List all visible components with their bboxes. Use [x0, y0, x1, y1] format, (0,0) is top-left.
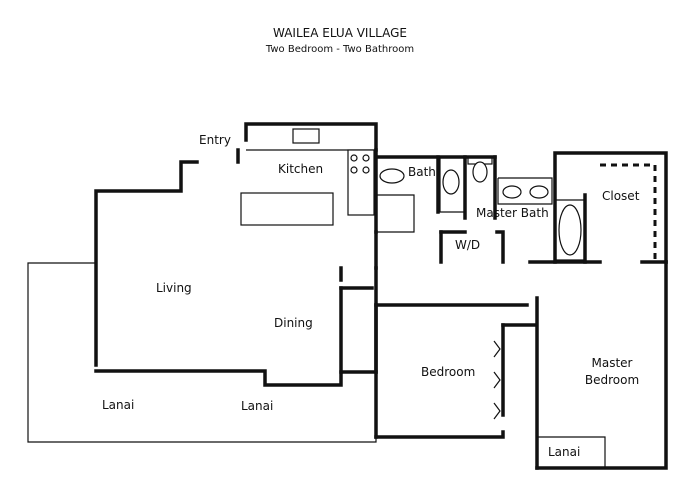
- plan-subtitle: Two Bedroom - Two Bathroom: [265, 44, 414, 55]
- label-master-line1: Master: [592, 356, 633, 370]
- label-closet: Closet: [602, 189, 640, 203]
- bath-toilet: [442, 169, 460, 195]
- label-lanai-master: Lanai: [548, 445, 580, 459]
- label-living: Living: [156, 281, 192, 295]
- master-toilet: [472, 161, 488, 183]
- label-master-line2: Bedroom: [585, 373, 639, 387]
- kitchen-island: [240, 192, 334, 226]
- kitchen-walls: [236, 122, 415, 234]
- label-lanai-left: Lanai: [102, 398, 134, 412]
- label-entry: Entry: [199, 133, 231, 147]
- lanai-left-outline: [27, 262, 377, 443]
- label-bedroom: Bedroom: [421, 365, 475, 379]
- label-wd: W/D: [455, 238, 480, 252]
- living-walls: [94, 160, 378, 387]
- master-sink-1: [502, 185, 522, 199]
- label-dining: Dining: [274, 316, 313, 330]
- label-bath: Bath: [408, 165, 436, 179]
- bedroom-walls: [374, 260, 668, 470]
- master-sink-2: [529, 185, 549, 199]
- kitchen-sink: [292, 128, 320, 144]
- label-master-bath: Master Bath: [476, 206, 549, 220]
- plan-title: WAILEA ELUA VILLAGE: [273, 26, 407, 40]
- label-kitchen: Kitchen: [278, 162, 323, 176]
- bath-sink: [379, 168, 405, 184]
- master-tub: [558, 204, 582, 256]
- bathroom-walls: [374, 151, 668, 270]
- label-lanai-center: Lanai: [241, 399, 273, 413]
